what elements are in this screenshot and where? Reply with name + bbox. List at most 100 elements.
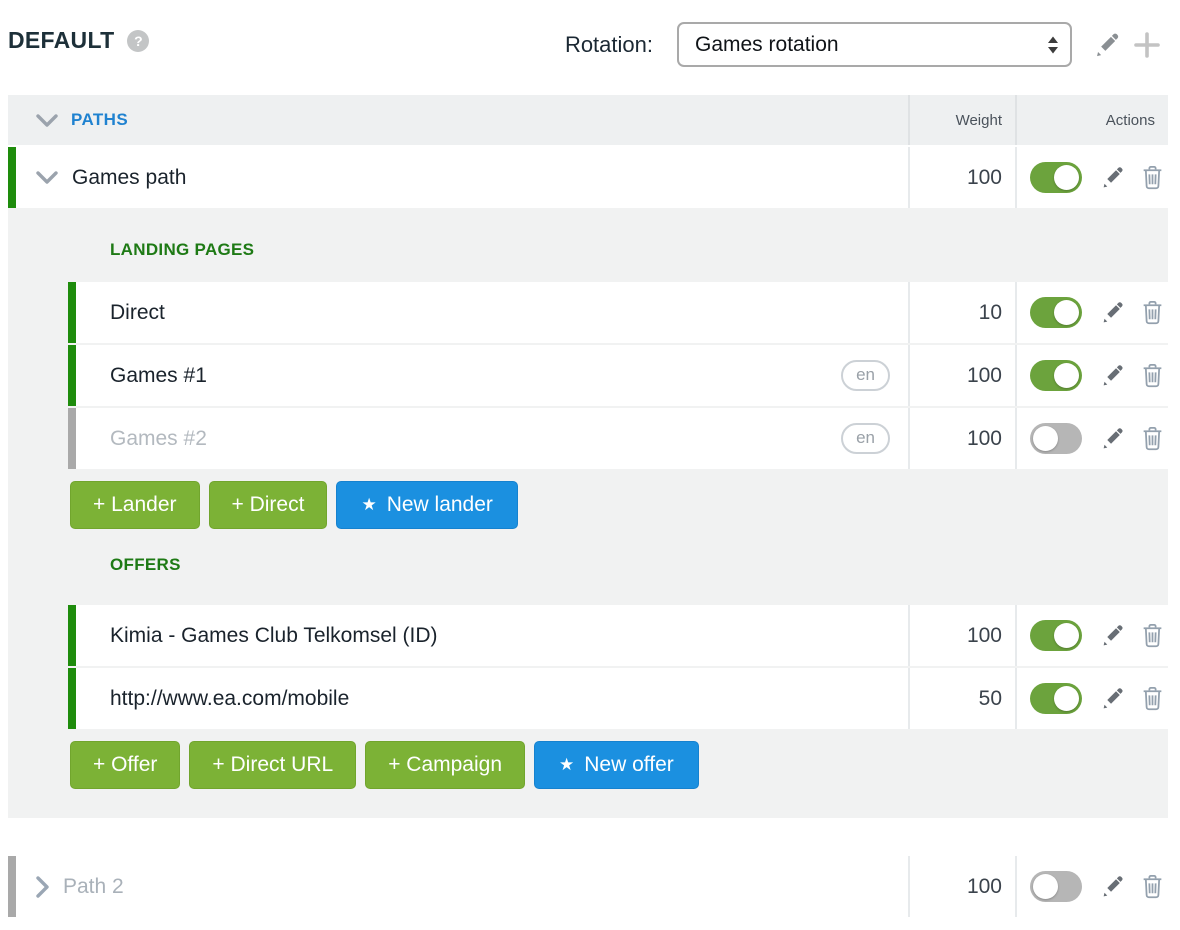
rotation-label: Rotation: [564, 31, 653, 57]
lander-weight: 10 [908, 282, 1015, 343]
lander-row-games1[interactable]: Games #1 en 100 [68, 345, 1168, 406]
edit-icon[interactable] [1100, 165, 1125, 190]
lander-name-cell: Games #2 en [76, 408, 908, 469]
delete-icon[interactable] [1141, 363, 1164, 388]
offer-actions-cell [1015, 605, 1168, 666]
star-icon: ★ [559, 755, 575, 774]
lander-name: Direct [110, 300, 165, 324]
lander-actions-cell [1015, 408, 1168, 469]
actions-column-label: Actions [1015, 95, 1168, 145]
delete-icon[interactable] [1141, 165, 1164, 190]
help-icon[interactable]: ? [127, 29, 150, 52]
new-lander-button[interactable]: ★ New lander [336, 481, 518, 529]
path-weight: 100 [908, 856, 1015, 917]
add-direct-url-button[interactable]: + Direct URL [189, 741, 357, 789]
chevron-down-icon[interactable] [36, 171, 58, 184]
add-lander-button[interactable]: + Lander [70, 481, 200, 529]
path-expanded-section: LANDING PAGES Direct 10 Games #1 [8, 208, 1168, 818]
offers-label: OFFERS [110, 555, 181, 574]
toggle-knob [1033, 874, 1058, 899]
status-bar-active [68, 668, 76, 729]
page-title: DEFAULT [8, 27, 115, 53]
topbar: DEFAULT ? Rotation: Games rotation [0, 0, 1180, 95]
path-row-path2[interactable]: Path 2 100 [8, 856, 1168, 917]
weight-column-label: Weight [908, 95, 1015, 145]
lander-buttons-row: + Lander + Direct ★ New lander [70, 481, 1168, 529]
add-offer-button[interactable]: + Offer [70, 741, 181, 789]
toggle-knob [1054, 363, 1079, 388]
enable-toggle[interactable] [1030, 423, 1082, 454]
enable-toggle[interactable] [1030, 297, 1082, 328]
lander-name-cell: Games #1 en [76, 345, 908, 406]
lander-row-games2[interactable]: Games #2 en 100 [68, 408, 1168, 469]
edit-icon[interactable] [1100, 686, 1125, 711]
delete-icon[interactable] [1141, 686, 1164, 711]
lander-row-direct[interactable]: Direct 10 [68, 282, 1168, 343]
star-icon: ★ [361, 495, 377, 514]
language-badge: en [841, 423, 890, 454]
paths-table: PATHS Weight Actions Games path 100 LAND… [8, 95, 1168, 917]
status-bar-active [68, 345, 76, 406]
edit-icon[interactable] [1100, 363, 1125, 388]
new-lander-label: New lander [386, 493, 493, 516]
edit-icon[interactable] [1100, 426, 1125, 451]
delete-icon[interactable] [1141, 623, 1164, 648]
status-bar-active [68, 605, 76, 666]
path-name: Games path [72, 165, 187, 189]
add-direct-button[interactable]: + Direct [208, 481, 328, 529]
add-rotation-icon[interactable] [1132, 30, 1162, 60]
enable-toggle[interactable] [1030, 360, 1082, 391]
offer-weight: 50 [908, 668, 1015, 729]
title-group: DEFAULT ? [8, 27, 150, 54]
edit-icon[interactable] [1100, 623, 1125, 648]
offer-weight: 100 [908, 605, 1015, 666]
chevron-down-icon[interactable] [36, 113, 58, 127]
paths-table-header: PATHS Weight Actions [8, 95, 1168, 145]
status-bar-inactive [68, 408, 76, 469]
lander-actions-cell [1015, 345, 1168, 406]
edit-rotation-icon[interactable] [1093, 31, 1121, 59]
delete-icon[interactable] [1141, 874, 1164, 899]
chevron-right-icon[interactable] [36, 875, 49, 898]
paths-header-cell: PATHS [8, 95, 908, 145]
landing-pages-label: LANDING PAGES [110, 240, 255, 259]
delete-icon[interactable] [1141, 426, 1164, 451]
new-offer-button[interactable]: ★ New offer [534, 741, 699, 789]
toggle-knob [1054, 300, 1079, 325]
new-offer-label: New offer [584, 753, 674, 776]
lander-name: Games #1 [110, 363, 207, 387]
offer-buttons-row: + Offer + Direct URL + Campaign ★ New of… [70, 741, 1168, 789]
enable-toggle[interactable] [1030, 683, 1082, 714]
path-name-cell: Path 2 [16, 856, 908, 917]
enable-toggle[interactable] [1030, 620, 1082, 651]
enable-toggle[interactable] [1030, 871, 1082, 902]
path-actions-cell [1015, 147, 1168, 208]
status-bar-active [8, 147, 16, 208]
offer-row-kimia[interactable]: Kimia - Games Club Telkomsel (ID) 100 [68, 605, 1168, 666]
edit-icon[interactable] [1100, 300, 1125, 325]
offer-row-ea[interactable]: http://www.ea.com/mobile 50 [68, 668, 1168, 729]
toggle-knob [1054, 686, 1079, 711]
path-actions-cell [1015, 856, 1168, 917]
toggle-knob [1054, 623, 1079, 648]
rotation-select[interactable]: Games rotation [677, 22, 1072, 67]
lander-name-cell: Direct [76, 282, 908, 343]
language-badge: en [841, 360, 890, 391]
status-bar-active [68, 282, 76, 343]
path-name: Path 2 [63, 874, 124, 898]
path-row-games[interactable]: Games path 100 [8, 147, 1168, 208]
offer-name-cell: Kimia - Games Club Telkomsel (ID) [76, 605, 908, 666]
lander-weight: 100 [908, 345, 1015, 406]
path-weight: 100 [908, 147, 1015, 208]
offer-actions-cell [1015, 668, 1168, 729]
toggle-knob [1033, 426, 1058, 451]
add-campaign-button[interactable]: + Campaign [365, 741, 526, 789]
path-name-cell: Games path [16, 147, 908, 208]
rotation-group: Rotation: Games rotation [565, 22, 1162, 67]
offer-name: http://www.ea.com/mobile [110, 686, 350, 710]
edit-icon[interactable] [1100, 874, 1125, 899]
enable-toggle[interactable] [1030, 162, 1082, 193]
lander-name: Games #2 [110, 426, 207, 450]
delete-icon[interactable] [1141, 300, 1164, 325]
toggle-knob [1054, 165, 1079, 190]
